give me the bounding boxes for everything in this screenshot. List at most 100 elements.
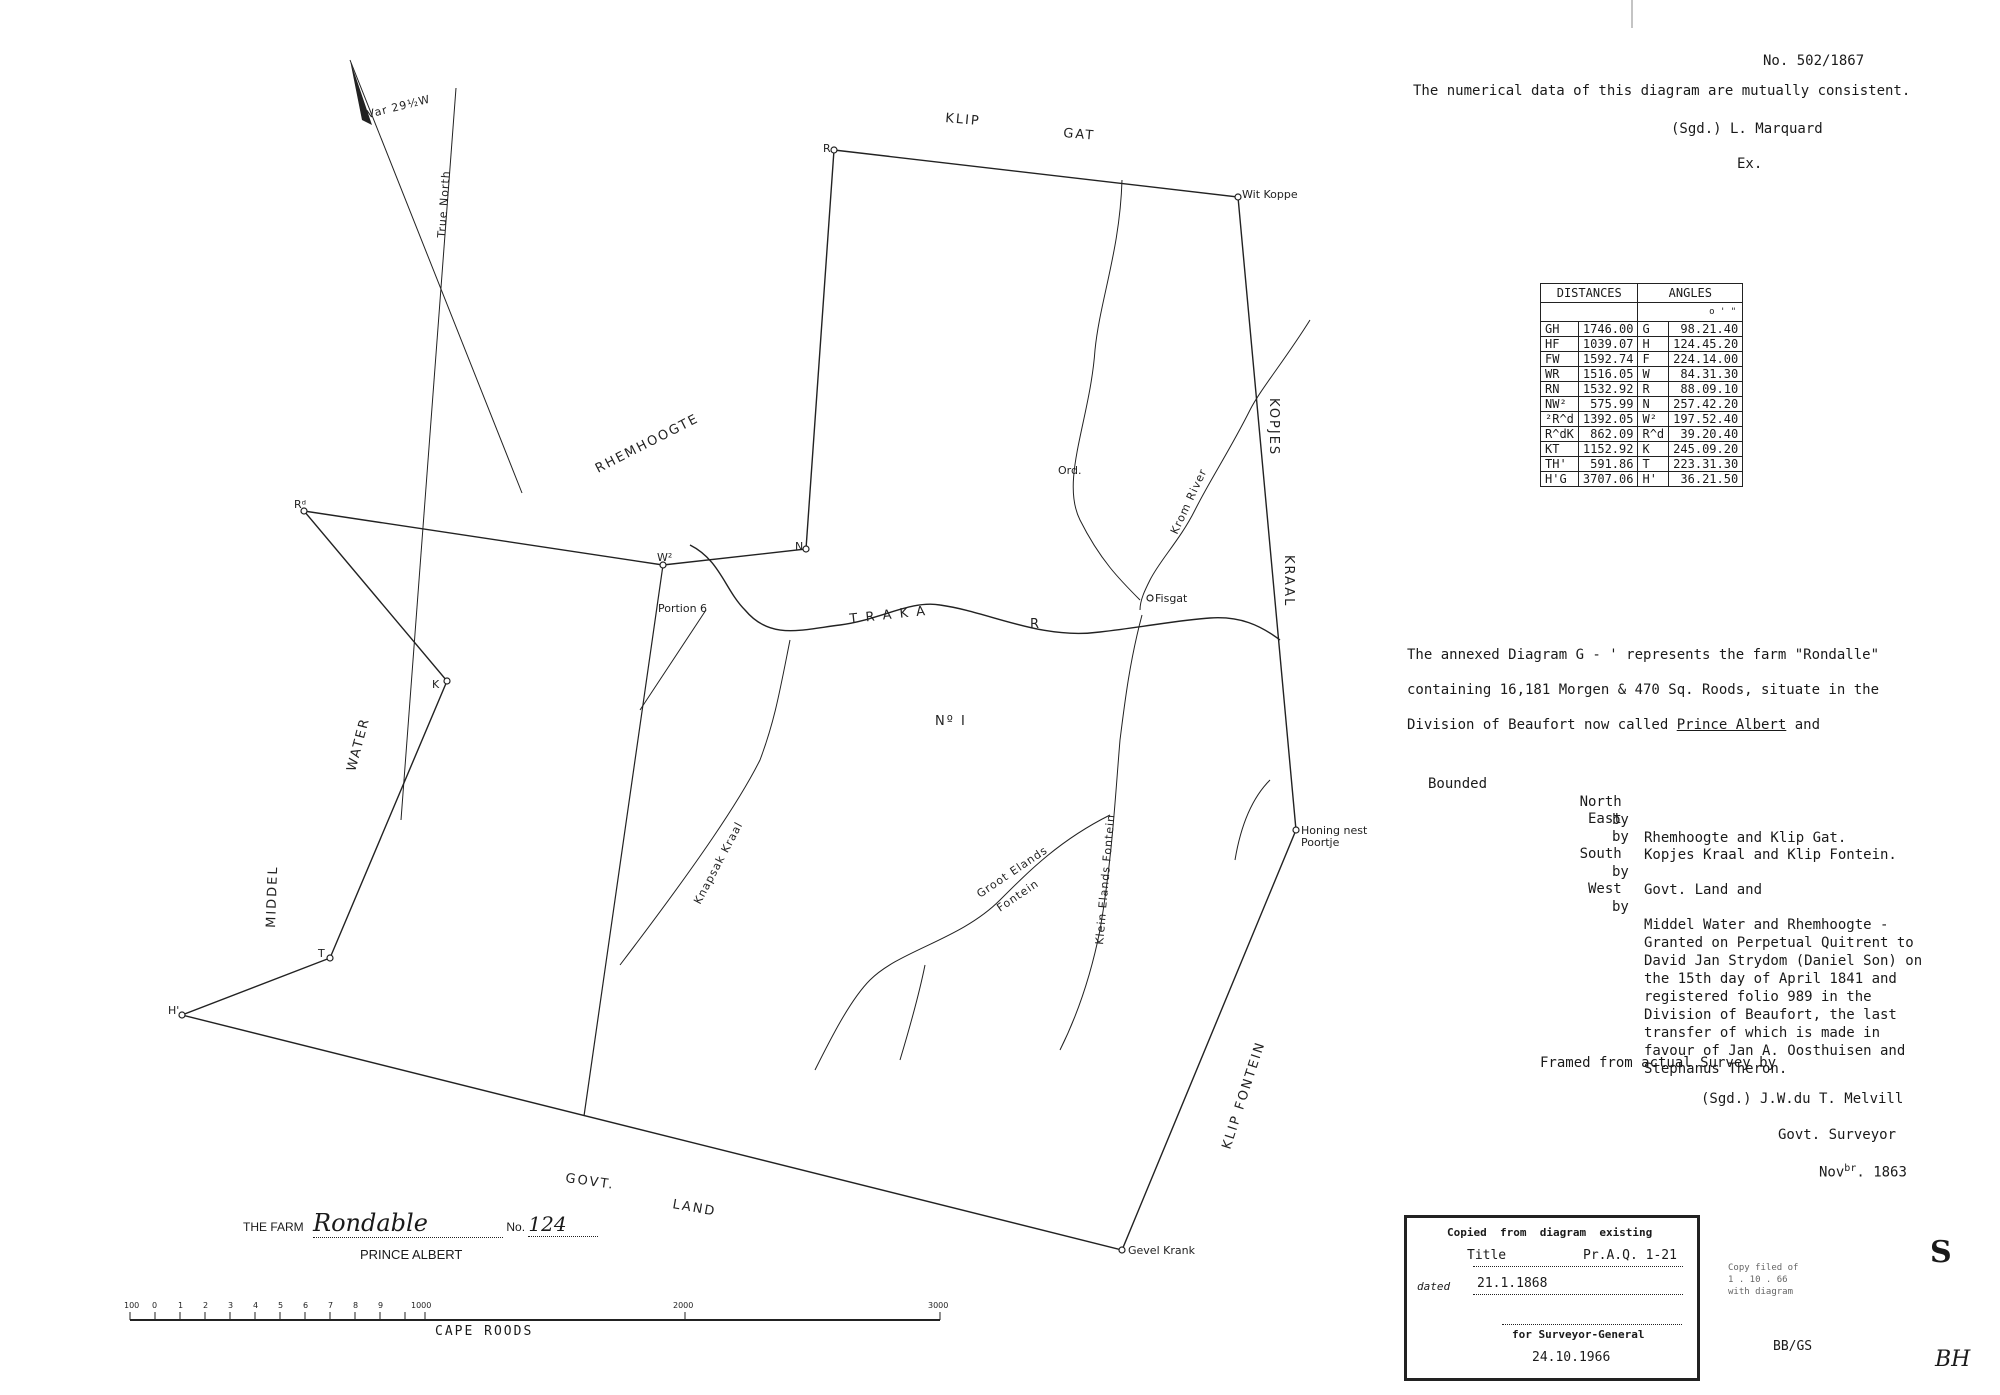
bound-north: Bounded North by Rhemhoogte and Klip Gat… (1428, 776, 1847, 846)
bound-east: East by Kopjes Kraal and Klip Fontein. (1588, 811, 1897, 863)
table-cell-pt: F (1637, 351, 1670, 367)
table-cell-angle: 223.31.30 (1668, 456, 1744, 472)
farm-number-label: Nº I (935, 714, 967, 729)
table-cell-pt: T (1637, 456, 1670, 472)
table-cell-dist: 1746.00 (1577, 321, 1639, 337)
portion-line (639, 609, 707, 711)
svg-text:4: 4 (253, 1301, 258, 1310)
point-poortje-label: Poortje (1301, 836, 1340, 849)
region-land-label: LAND (671, 1197, 717, 1219)
krom-river (1139, 319, 1311, 611)
true-north-line (400, 87, 457, 821)
west-description: Middel Water and Rhemhoogte - Granted on … (1644, 916, 1922, 1078)
angles-header: ANGLES (1637, 283, 1744, 303)
magnetic-north-line (349, 59, 523, 494)
filing-stamp: Copy filed of 1 . 10 . 66 with diagram (1728, 1263, 1799, 1297)
stamp-initials: BB/GS (1773, 1339, 1813, 1354)
point-k-label: K (432, 678, 440, 691)
description-line-1: The annexed Diagram G - ' represents the… (1407, 647, 1880, 663)
stamp-copied: Copied from diagram existing (1447, 1226, 1653, 1239)
diagram-number: No. 502/1867 (1763, 53, 1865, 69)
table-cell-line: ²R^d (1540, 411, 1579, 427)
table-cell-dist: 1039.07 (1577, 336, 1639, 352)
table-cell-line: TH' (1540, 456, 1579, 472)
description-line-3: Division of Beaufort now called Prince A… (1407, 717, 1821, 733)
framed-statement: Framed from actual Survey by (1540, 1055, 1777, 1071)
farm-no-label: No. (506, 1220, 526, 1234)
table-cell-angle: 124.45.20 (1668, 336, 1744, 352)
scale-bar-labels: 100 0 1 2 3 4 5 6 7 8 9 1000 2000 3000 (124, 1301, 948, 1310)
table-cell-angle: 39.20.40 (1668, 426, 1744, 442)
table-cell-line: KT (1540, 441, 1579, 457)
west-description-line: Middel Water and Rhemhoogte - (1644, 917, 1889, 933)
table-cell-line: HF (1540, 336, 1579, 352)
region-middel-label: MIDDEL (264, 865, 281, 928)
west-description-line: Division of Beaufort, the last (1644, 1007, 1897, 1023)
table-cell-line: NW² (1540, 396, 1579, 412)
stamp-date: 24.10.1966 (1532, 1350, 1611, 1365)
description-line-2: containing 16,181 Morgen & 470 Sq. Roods… (1407, 682, 1880, 698)
point-gevel-krank-label: Gevel Krank (1128, 1244, 1196, 1257)
table-cell-dist: 862.09 (1577, 426, 1639, 442)
svg-text:3000: 3000 (928, 1301, 948, 1310)
svg-text:100: 100 (124, 1301, 139, 1310)
svg-text:2000: 2000 (673, 1301, 693, 1310)
distances-header: DISTANCES (1539, 283, 1639, 303)
klein-elands-label: Klein Elands Fontein (1093, 813, 1117, 945)
svg-text:6: 6 (303, 1301, 308, 1310)
klip-gat-stream (1072, 179, 1141, 601)
table-cell-angle: 257.42.20 (1668, 396, 1744, 412)
true-north-label: True North (435, 170, 453, 239)
table-cell-pt: R^d (1637, 426, 1670, 442)
region-kopjes-label: KOPJES (1266, 398, 1281, 456)
table-cell-angle: 224.14.00 (1668, 351, 1744, 367)
table-cell-dist: 591.86 (1577, 456, 1639, 472)
point-h-label: H' (168, 1004, 179, 1017)
traka-r-label: R (1030, 617, 1041, 632)
table-cell-dist: 575.99 (1577, 396, 1639, 412)
point-n-label: N (795, 540, 803, 553)
stamp-deed-no: Pr.A.Q. 1-21 (1583, 1248, 1677, 1263)
table-cell-pt: H' (1637, 471, 1670, 487)
table-cell-dist: 3707.06 (1577, 471, 1639, 487)
table-cell-dist: 1516.05 (1577, 366, 1639, 382)
region-water-label: WATER (344, 716, 373, 773)
point-t-label: T (317, 947, 325, 960)
svg-text:1000: 1000 (411, 1301, 431, 1310)
table-cell-line: WR (1540, 366, 1579, 382)
table-cell-line: RN (1540, 381, 1579, 397)
consistency-statement: The numerical data of this diagram are m… (1413, 83, 1911, 99)
farm-district: PRINCE ALBERT (360, 1247, 463, 1262)
svg-text:3: 3 (228, 1301, 233, 1310)
surveyor-title: Govt. Surveyor (1778, 1127, 1897, 1143)
bound-south: South by Govt. Land and (1579, 846, 1763, 898)
description: The annexed Diagram G - ' represents the… (1407, 638, 1879, 743)
examiner-signature: (Sgd.) L. Marquard (1671, 121, 1823, 137)
west-description-line: registered folio 989 in the (1644, 989, 1872, 1005)
west-description-line: transfer of which is made in (1644, 1025, 1881, 1041)
table-cell-line: R^dK (1540, 426, 1579, 442)
point-r-label: R (823, 142, 831, 155)
east-stream (1234, 779, 1271, 861)
copy-stamp: Copied from diagram existing Title Pr.A.… (1404, 1215, 1700, 1381)
west-description-line: Granted on Perpetual Quitrent to (1644, 935, 1914, 951)
traka-river (689, 544, 1281, 641)
table-cell-dist: 1152.92 (1577, 441, 1639, 457)
farm-number: 124 (528, 1212, 599, 1237)
knapsak-kraal-stream (619, 639, 791, 966)
portion-line (583, 564, 664, 1117)
stamp-dated: 21.1.1868 (1477, 1276, 1548, 1291)
region-gat-label: GAT (1063, 126, 1096, 144)
table-cell-pt: H (1637, 336, 1670, 352)
bound-west: West by Middel Water and Rhemhoogte -Gra… (1588, 881, 1923, 1077)
